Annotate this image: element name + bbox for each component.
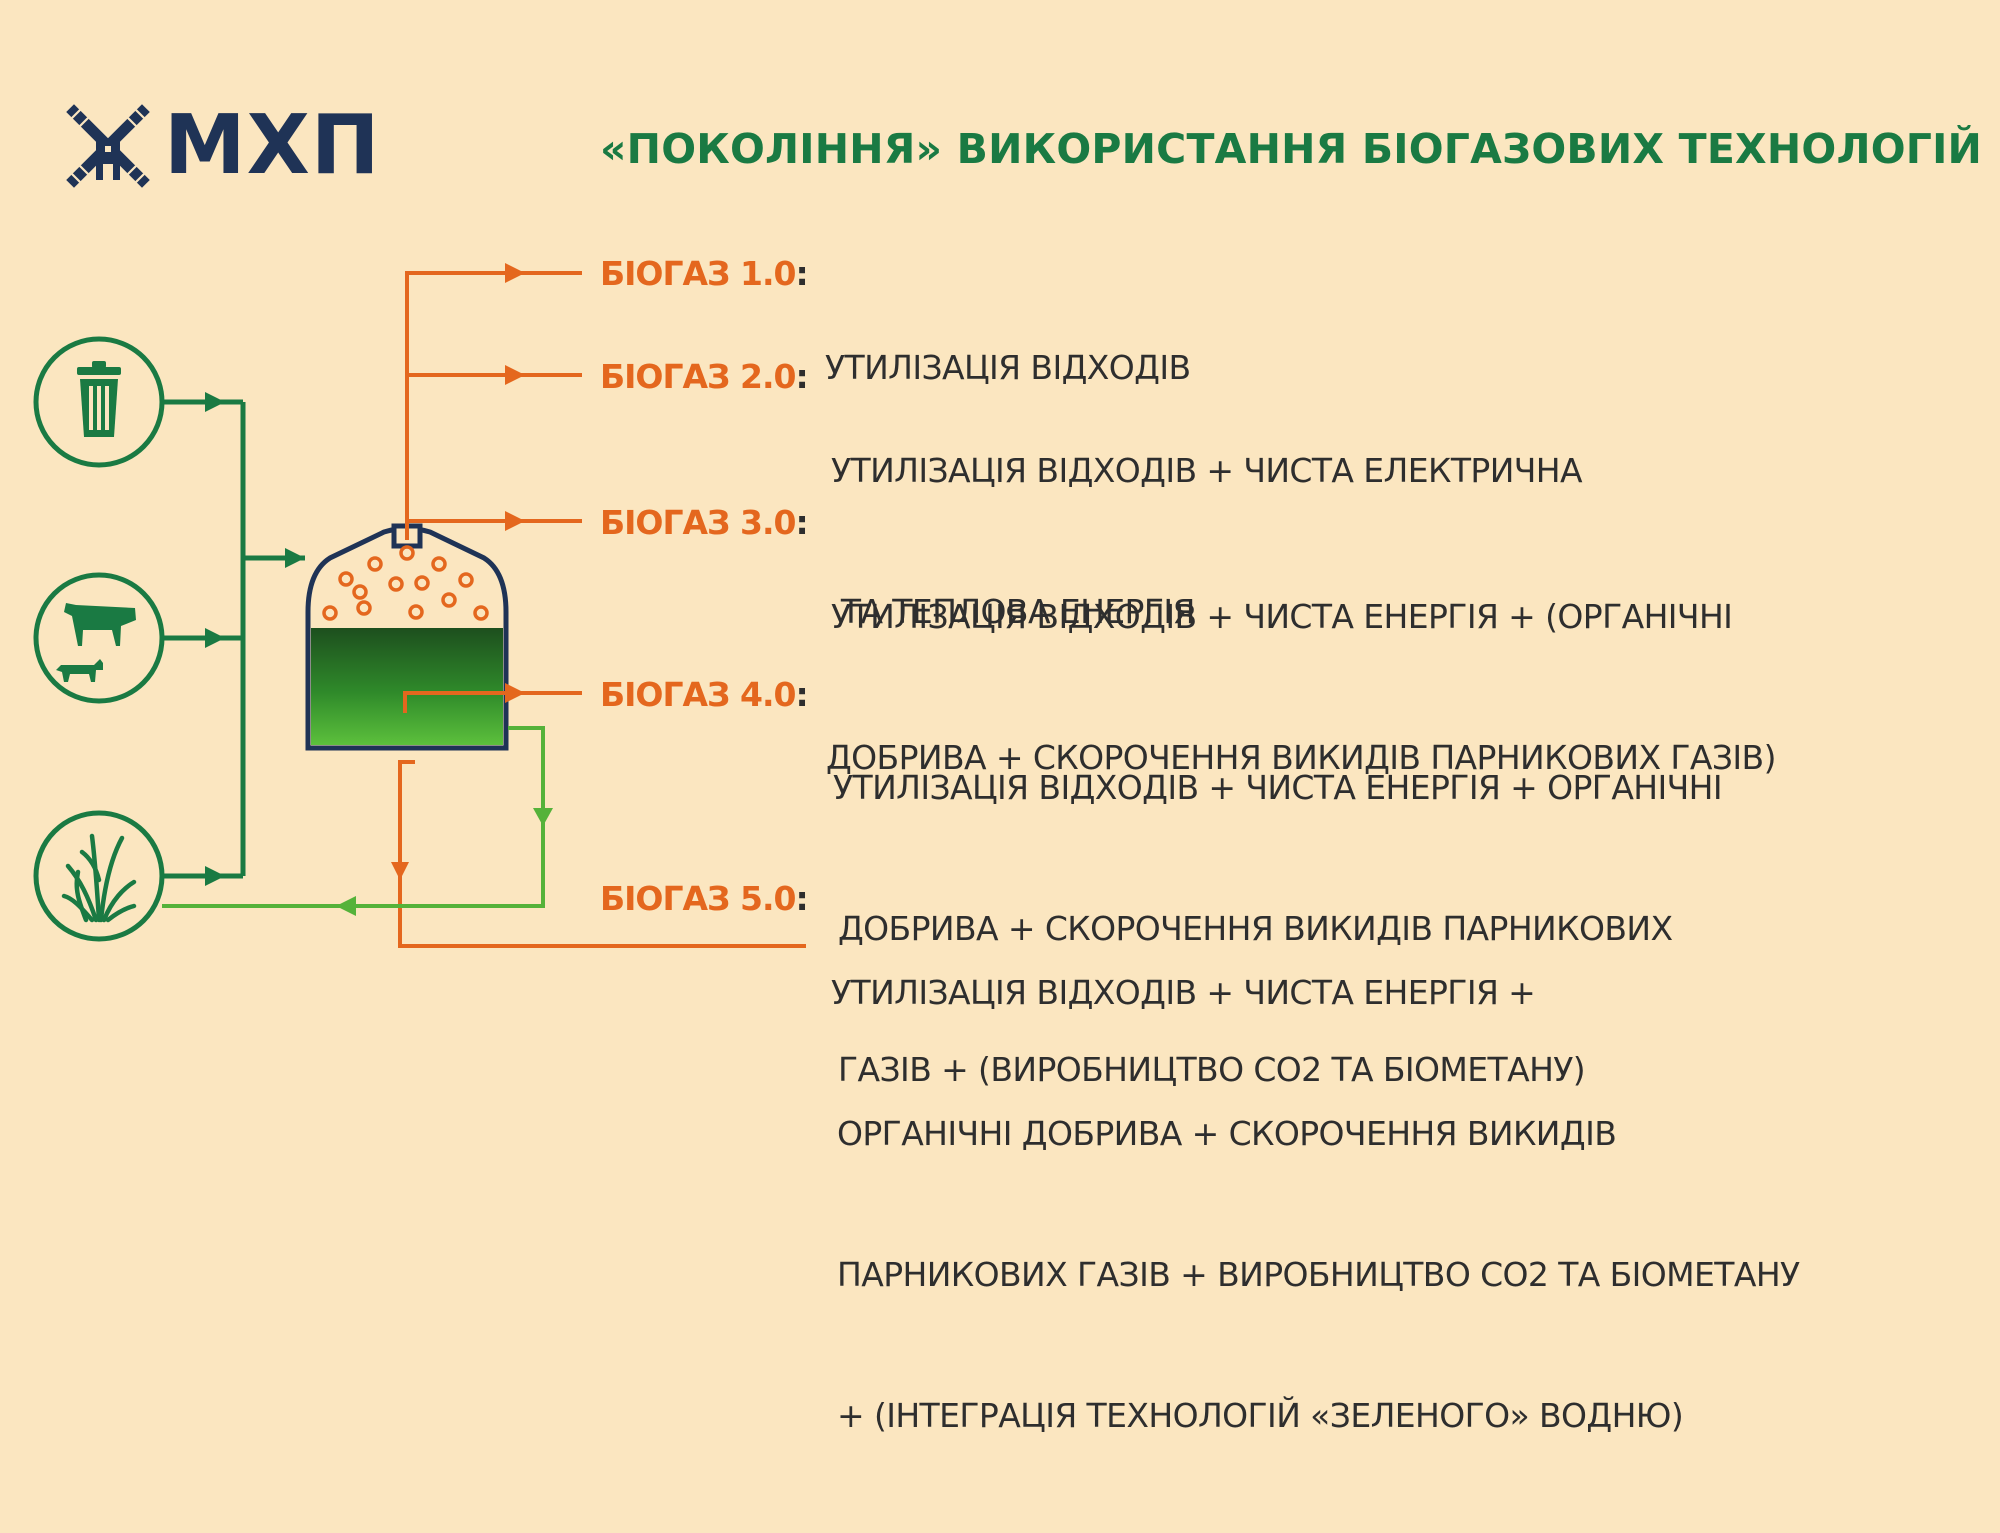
description-line: УТИЛІЗАЦІЯ ВІДХОДІВ + ЧИСТА ЕНЕРГІЯ + (О… [831, 597, 1733, 636]
generation-description: УТИЛІЗАЦІЯ ВІДХОДІВ + ЧИСТА ЕНЕРГІЯ + ОР… [831, 875, 1800, 1533]
description-line: ДОБРИВА + СКОРОЧЕННЯ ВИКИДІВ ПАРНИКОВИХ … [826, 738, 1776, 777]
description-line: ТА ТЕПЛОВА ЕНЕРГІЯ [831, 592, 1196, 631]
slide: МХП «ПОКОЛІННЯ» ВИКОРИСТАННЯ БІОГАЗОВИХ … [33, 96, 1983, 1435]
description-line: ПАРНИКОВИХ ГАЗІВ + ВИРОБНИЦТВО СО2 ТА БІ… [837, 1255, 1800, 1294]
page-title: «ПОКОЛІННЯ» ВИКОРИСТАННЯ БІОГАЗОВИХ ТЕХН… [600, 125, 1983, 173]
description-line: + (ІНТЕГРАЦІЯ ТЕХНОЛОГІЙ «ЗЕЛЕНОГО» ВОДН… [837, 1396, 1684, 1435]
input-livestock [33, 572, 165, 704]
description-line: УТИЛІЗАЦІЯ ВІДХОДІВ [825, 348, 1191, 387]
livestock-icon [56, 603, 136, 682]
generation-description: УТИЛІЗАЦІЯ ВІДХОДІВ [825, 250, 1191, 485]
flow-diagram [33, 263, 806, 948]
trash-bin-icon [77, 361, 121, 437]
generation-label: БІОГАЗ 1.0: [600, 254, 809, 293]
generation-label: БІОГАЗ 2.0: [600, 357, 809, 396]
grass-icon [61, 833, 137, 923]
description-line: ГАЗІВ + (ВИРОБНИЦТВО СО2 ТА БІОМЕТАНУ) [838, 1050, 1586, 1089]
generation-label: БІОГАЗ 5.0: [600, 879, 809, 918]
brand-name: МХП [164, 98, 381, 193]
generation-label: БІОГАЗ 4.0: [600, 675, 809, 714]
generation-label: БІОГАЗ 3.0: [600, 503, 809, 542]
generation-description: УТИЛІЗАЦІЯ ВІДХОДІВ + ЧИСТА ЕЛЕКТРИЧНА Т… [831, 353, 1583, 729]
gas-output-connectors [398, 271, 806, 948]
description-line: ДОБРИВА + СКОРОЧЕННЯ ВИКИДІВ ПАРНИКОВИХ [838, 909, 1673, 948]
input-waste [33, 336, 165, 468]
brand-logo: МХП [62, 96, 380, 196]
generation-description: УТИЛІЗАЦІЯ ВІДХОДІВ + ЧИСТА ЕНЕРГІЯ + ОР… [833, 670, 1723, 1187]
description-line: ОРГАНІЧНІ ДОБРИВА + СКОРОЧЕННЯ ВИКИДІВ [837, 1114, 1617, 1153]
windmill-icon [66, 104, 150, 188]
biogas-digester-icon [305, 523, 509, 751]
input-connectors [162, 399, 305, 879]
input-grass [33, 810, 165, 942]
generation-description: УТИЛІЗАЦІЯ ВІДХОДІВ + ЧИСТА ЕНЕРГІЯ + (О… [826, 499, 1776, 875]
description-line: УТИЛІЗАЦІЯ ВІДХОДІВ + ЧИСТА ЕНЕРГІЯ + ОР… [833, 768, 1723, 807]
description-line: УТИЛІЗАЦІЯ ВІДХОДІВ + ЧИСТА ЕЛЕКТРИЧНА [831, 451, 1583, 490]
description-line: УТИЛІЗАЦІЯ ВІДХОДІВ + ЧИСТА ЕНЕРГІЯ + [831, 973, 1536, 1012]
digestate-return-loop [162, 726, 545, 908]
